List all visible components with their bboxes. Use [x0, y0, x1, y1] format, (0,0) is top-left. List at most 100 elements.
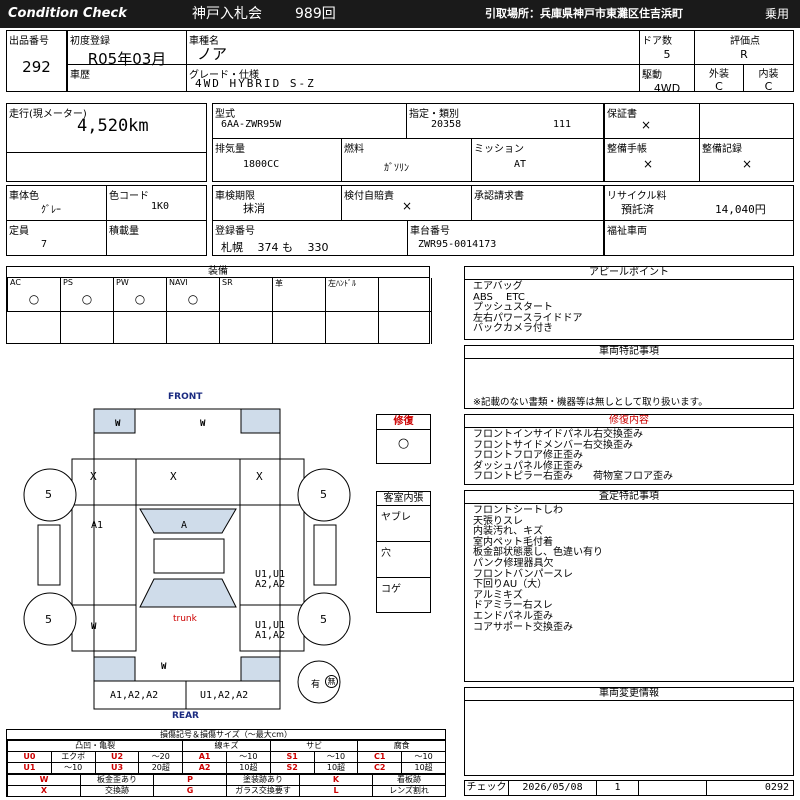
- body-color: ｸﾞﾚｰ: [41, 205, 61, 216]
- self-check: ×: [402, 199, 413, 213]
- type-number: 20358: [431, 119, 462, 130]
- inspection-cell: 車検期限 抹消: [212, 185, 342, 221]
- equipment-6: 革: [272, 278, 326, 312]
- warranty: ×: [641, 118, 652, 132]
- front-label: FRONT: [168, 392, 203, 402]
- w-mark: W: [161, 662, 167, 672]
- ext-cell: 外装 C: [694, 64, 744, 93]
- capacity-cell: 定員 7: [6, 220, 107, 256]
- service-record: ×: [742, 157, 753, 171]
- repair-box: 修復 ○: [376, 414, 431, 464]
- equipment-3: PW○: [113, 278, 167, 312]
- spare-label: 有: [311, 680, 321, 690]
- recycle-cell: リサイクル料 預託済 14,040円: [604, 185, 794, 221]
- mark-rear-right: U1,A2,A2: [200, 690, 249, 701]
- car-name: ノア: [197, 45, 228, 63]
- spare-mark: 無: [325, 675, 338, 688]
- header-bar: Condition Check 神戸入札会 989回 引取場所：兵庫県神戸市東灘…: [0, 0, 800, 28]
- lot-cell: 出品番号 292: [6, 30, 67, 92]
- special-text: ※記載のない書類・機器等は無しとして取り扱います。: [473, 397, 708, 408]
- w-mark: W: [115, 419, 121, 429]
- check-date: 2026/05/08: [509, 781, 597, 795]
- lot-number: 292: [22, 58, 51, 76]
- tire-rl: 5: [45, 613, 52, 626]
- warranty-cell: 保証書 ×: [604, 103, 794, 139]
- model-cell: 型式 6AA-ZWR95W: [212, 103, 407, 139]
- fuel-cell: 燃料 ｶﾞｿﾘﾝ: [341, 138, 472, 182]
- equipment-4: NAVI○: [166, 278, 220, 312]
- rear-label: REAR: [172, 711, 199, 721]
- grade-cell: グレード・仕様 4WD HYBRID S-Z: [186, 64, 640, 92]
- chassis-cell: 車台番号 ZWR95-0014173: [407, 220, 604, 256]
- tire-fl: 5: [45, 488, 52, 501]
- plate-cell: 登録番号 札幌 374 も 330: [212, 220, 408, 256]
- interior-grade: C: [764, 80, 773, 93]
- color-cell: 車体色 ｸﾞﾚｰ: [6, 185, 107, 221]
- inspection-expiry: 抹消: [243, 202, 265, 215]
- equipment-2: PS○: [60, 278, 114, 312]
- appeal-text: エアバッグ ABS ETC プッシュスタート 左右パワースライドドア バックカメ…: [473, 281, 583, 335]
- doors-cell: ドア数 5: [639, 30, 695, 65]
- w-mark: W: [200, 419, 206, 429]
- repair-mark: ○: [397, 436, 410, 451]
- color-code-cell: 色コード 1K0: [106, 185, 207, 221]
- disp-cell: 排気量 1800CC: [212, 138, 342, 182]
- score-cell: 評価点 R: [694, 30, 794, 65]
- repair-detail-section: 修復内容 フロントインサイドパネル右交換歪み フロントサイドメンバー右交換歪み …: [464, 414, 794, 485]
- tire-fr: 5: [320, 488, 327, 501]
- reg-cell: 初度登録 R05年03月: [67, 30, 187, 68]
- mark-right-quarter: U1,U1 A2,A2: [255, 569, 286, 590]
- recycle-status: 預託済: [621, 203, 654, 216]
- tire-rr: 5: [320, 613, 327, 626]
- drive: 4WD: [653, 82, 681, 95]
- mileage-blank: [6, 152, 207, 182]
- class-number: 111: [553, 119, 572, 130]
- mark-left-door: A1: [91, 520, 104, 531]
- color-code: 1K0: [151, 201, 170, 212]
- equipment-8: [378, 278, 432, 312]
- repair-detail-text: フロントインサイドパネル右交換歪み フロントサイドメンバー右交換歪み フロントフ…: [473, 429, 673, 483]
- mark-rear-left: A1,A2,A2: [110, 690, 159, 701]
- trunk-label: trunk: [173, 614, 197, 624]
- footer-bar: チェック 2026/05/08 1 0292: [464, 780, 794, 796]
- history-cell: 車歴: [67, 64, 187, 92]
- mark-right-rear: U1,U1 A1,A2: [255, 620, 286, 641]
- record-cell: 整備記録 ×: [699, 138, 794, 182]
- recycle-fee: 14,040円: [715, 203, 766, 216]
- type-cell: 指定・類別 20358 111: [406, 103, 604, 139]
- car-diagram: [23, 408, 351, 710]
- pickup-location: 引取場所：兵庫県神戸市東灘区住吉浜町: [485, 7, 683, 20]
- mission: AT: [514, 159, 527, 170]
- auction-name: 神戸入札会: [192, 6, 262, 22]
- doors: 5: [663, 48, 671, 61]
- drive-cell: 駆動 4WD: [639, 64, 695, 95]
- equipment-7: 左ﾊﾝﾄﾞﾙ: [325, 278, 379, 312]
- exterior-grade: C: [715, 80, 723, 93]
- inspector-section: 査定特記事項 フロントシートしわ 天張りスレ 内装汚れ、キズ 室内ペット毛付着 …: [464, 490, 794, 682]
- mark-front-center: X: [170, 470, 177, 483]
- w-mark: W: [91, 622, 97, 632]
- mileage-cell: 走行(現メーター) 4,520km: [6, 103, 207, 153]
- mission-cell: ミッション AT: [471, 138, 604, 182]
- model: 6AA-ZWR95W: [221, 119, 282, 130]
- welfare-cell: 福祉車両: [604, 220, 794, 256]
- int-cell: 内装 C: [743, 64, 794, 93]
- plate-number: 札幌 374 も 330: [221, 241, 329, 254]
- first-registration: R05年03月: [87, 50, 167, 68]
- approval-cell: 承認請求書: [471, 185, 604, 221]
- brand-title: Condition Check: [8, 6, 127, 21]
- inspector-text: フロントシートしわ 天張りスレ 内装汚れ、キズ 室内ペット毛付着 板金部状態悪し…: [473, 505, 603, 633]
- load-cell: 積載量: [106, 220, 207, 256]
- equipment-blank-6: [272, 311, 326, 344]
- equipment-blank-4: [166, 311, 220, 344]
- capacity: 7: [41, 239, 48, 250]
- chassis-number: ZWR95-0014173: [418, 239, 497, 250]
- equipment-5: SR: [219, 278, 273, 312]
- mark-roof: A: [181, 520, 188, 531]
- equipment-1: AC○: [7, 278, 61, 312]
- footer-code: 0292: [764, 782, 789, 793]
- service-manual: ×: [643, 157, 654, 171]
- manual-cell: 整備手帳 ×: [604, 138, 700, 182]
